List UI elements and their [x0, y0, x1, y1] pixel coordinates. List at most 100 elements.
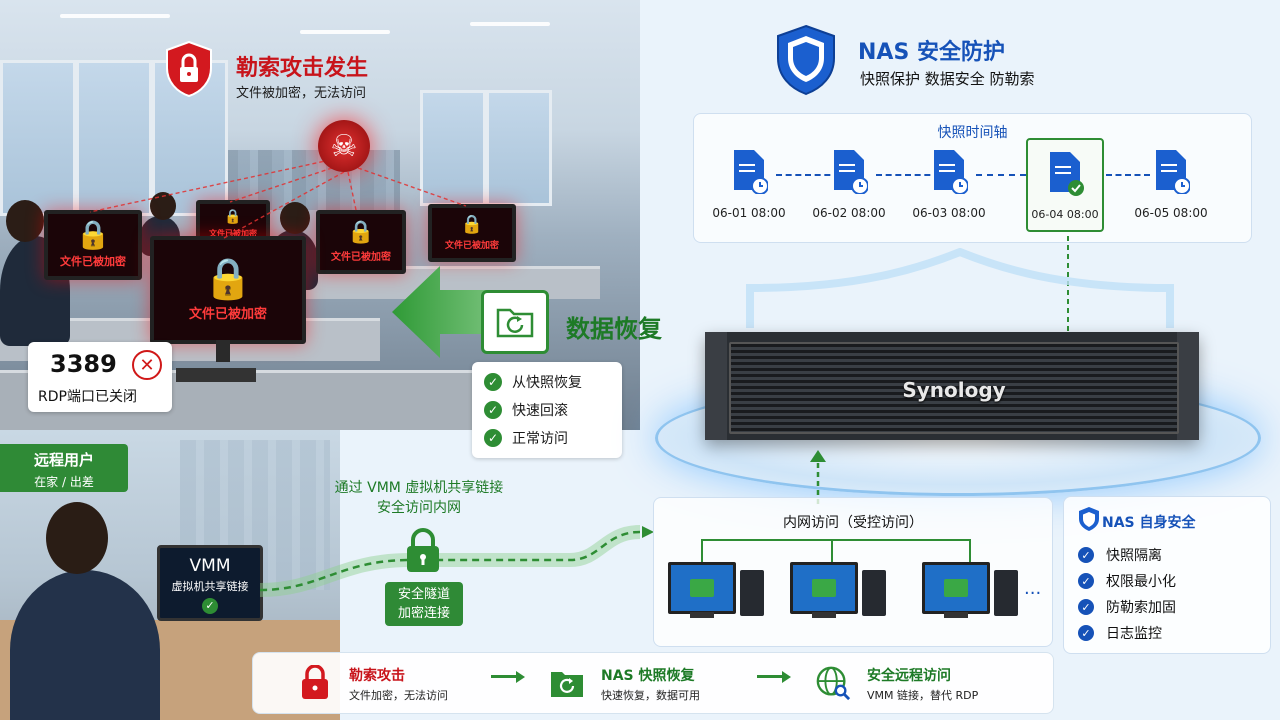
intranet-tree-lines	[701, 539, 971, 562]
intranet-pc	[668, 562, 768, 622]
snapshot-date: 06-03 08:00	[912, 206, 986, 220]
monitor-text: 文件已被加密	[60, 255, 126, 268]
self-security-title: NAS 自身安全	[1102, 515, 1196, 531]
red-shield-lock-icon	[166, 40, 212, 98]
check-icon: ✓	[1078, 547, 1094, 563]
remote-user-title: 远程用户	[33, 451, 94, 469]
process-flow-bar: 勒索攻击 文件加密，无法访问 NAS 快照恢复 快速恢复，数据可用 安全远程访问…	[252, 652, 1054, 714]
snapshot-date: 06-01 08:00	[712, 206, 786, 220]
self-security-label: 权限最小化	[1106, 574, 1176, 590]
ransomware-subtitle: 文件被加密，无法访问	[236, 86, 367, 101]
attack-lines	[89, 159, 467, 239]
snapshot-item[interactable]: 06-01 08:00	[699, 148, 799, 220]
check-icon: ✓	[1078, 573, 1094, 589]
ransomware-title: 勒索攻击发生	[236, 56, 369, 81]
recovery-step-label: 从快照恢复	[512, 375, 582, 391]
snapshot-document-icon	[834, 150, 869, 195]
check-icon: ✓	[484, 429, 502, 447]
nas-security-subtitle: 快照保护 数据安全 防勒索	[860, 70, 1035, 88]
folder-icon	[690, 579, 714, 597]
recovery-step: ✓ 正常访问	[484, 428, 568, 448]
server-front-panel: Synology	[729, 342, 1179, 434]
timeline-title: 快照时间轴	[937, 125, 1008, 141]
snapshot-date: 06-02 08:00	[812, 206, 886, 220]
monitor-text: 文件已被加密	[444, 240, 499, 251]
recovery-step-label: 正常访问	[512, 431, 568, 447]
folder-icon	[812, 579, 836, 597]
nas-self-security-panel: NAS 自身安全 ✓ 快照隔离 ✓ 权限最小化 ✓ 防勒索加固 ✓ 日志监控	[1063, 496, 1271, 654]
timeline-connector	[876, 174, 940, 176]
rack-ear	[705, 332, 727, 440]
office-window	[0, 60, 76, 216]
vmm-caption-line: 安全访问内网	[377, 500, 461, 516]
monitor-stand	[216, 340, 230, 362]
infected-monitor: 🔒 文件已被加密	[44, 210, 142, 280]
data-recovery-title: 数据恢复	[566, 315, 662, 343]
timeline-connector	[776, 174, 840, 176]
snapshot-item[interactable]: 06-03 08:00	[899, 148, 999, 220]
secure-tunnel-label: 安全隧道 加密连接	[385, 582, 463, 626]
self-security-label: 防勒索加固	[1106, 600, 1176, 616]
flow-step-title: 勒索攻击	[349, 668, 405, 684]
office-window	[76, 60, 152, 216]
flow-step-title: NAS 快照恢复	[601, 668, 695, 684]
office-ransomware-scene: 🔒 文件已被加密 🔒 文件已被加密 🔒 文件已被加密 🔒 文件已被加密 🔒 文件…	[0, 0, 640, 430]
intranet-up-arrow	[810, 450, 826, 504]
pc-tower	[862, 570, 886, 616]
self-security-item: ✓ 权限最小化	[1078, 571, 1176, 591]
self-security-label: 日志监控	[1106, 626, 1162, 642]
office-window	[486, 90, 552, 206]
flow-step-title: 安全远程访问	[867, 668, 951, 684]
monitor-text: 文件已被加密	[188, 306, 267, 322]
snapshot-date: 06-04 08:00	[1031, 208, 1099, 221]
self-security-item: ✓ 日志监控	[1078, 623, 1162, 643]
snapshot-item[interactable]: 06-02 08:00	[799, 148, 899, 220]
remote-user-scene	[0, 430, 340, 720]
recovery-step: ✓ 从快照恢复	[484, 372, 582, 392]
ceiling-light	[60, 14, 170, 18]
rack-ear	[1177, 332, 1199, 440]
snapshot-item-selected[interactable]: 06-04 08:00	[1026, 138, 1104, 232]
pc-stand	[812, 612, 836, 618]
infected-monitor-main: 🔒 文件已被加密	[150, 236, 306, 344]
rdp-closed-card: 3389 ✕ RDP端口已关闭	[28, 342, 172, 412]
snapshot-timeline: 快照时间轴 06-01 08:00 06-02 08:00 06-03 08:0…	[693, 113, 1252, 243]
recovery-step-label: 快速回滚	[512, 403, 568, 419]
rdp-port-label: RDP端口已关闭	[38, 389, 137, 405]
check-icon: ✓	[484, 401, 502, 419]
check-icon: ✓	[484, 373, 502, 391]
remote-user-head	[46, 502, 108, 574]
tunnel-line: 安全隧道	[397, 587, 450, 602]
folder-icon	[944, 579, 968, 597]
office-window	[420, 90, 486, 206]
monitor-text: 文件已被加密	[331, 251, 391, 263]
recovery-steps: ✓ 从快照恢复 ✓ 快速回滚 ✓ 正常访问	[472, 362, 622, 458]
ceiling-light	[300, 30, 390, 34]
rdp-port-number: 3389	[50, 350, 117, 378]
snapshot-item[interactable]: 06-05 08:00	[1121, 148, 1221, 220]
ceiling-light	[470, 22, 550, 26]
laptop-title: VMM	[189, 556, 231, 576]
check-icon: ✓	[1078, 625, 1094, 641]
red-lock-icon	[297, 663, 333, 703]
infected-monitor: 🔒 文件已被加密	[428, 204, 516, 262]
lock-icon: 🔒	[347, 219, 375, 245]
laptop-vmm-screen: VMM 虚拟机共享链接 ✓	[157, 545, 263, 621]
flow-arrow	[491, 671, 525, 683]
tunnel-line: 加密连接	[397, 606, 450, 621]
lock-icon: 🔒	[75, 218, 111, 251]
restore-link-line	[1067, 236, 1069, 336]
pc-screen	[790, 562, 858, 614]
flow-step-subtitle: VMM 链接，替代 RDP	[867, 689, 979, 702]
self-security-item: ✓ 防勒索加固	[1078, 597, 1176, 617]
timeline-connector	[1106, 174, 1150, 176]
office-worker-head	[6, 200, 44, 242]
skull-icon: ☠	[318, 120, 370, 172]
snapshot-document-icon	[934, 150, 969, 195]
pc-screen	[668, 562, 736, 614]
pc-stand	[690, 612, 714, 618]
office-worker-head	[280, 202, 310, 234]
recovery-step: ✓ 快速回滚	[484, 400, 568, 420]
intranet-access-panel: 内网访问（受控访问） ...	[653, 497, 1053, 647]
self-security-item: ✓ 快照隔离	[1078, 545, 1162, 565]
